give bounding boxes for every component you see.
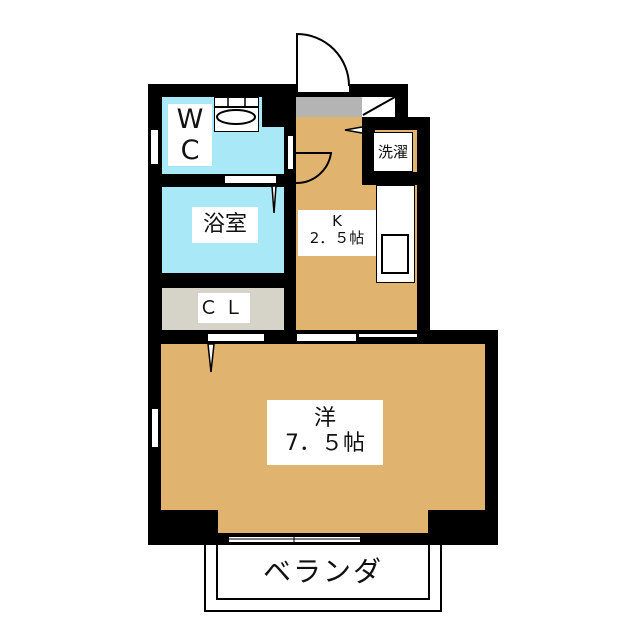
wall-laundry-bottom — [362, 172, 430, 185]
wc-label-line1: W — [176, 104, 204, 135]
balcony-outer — [204, 545, 442, 612]
western-room-floor-bottom — [218, 505, 428, 533]
wall-laundry-top — [362, 117, 430, 130]
wall-main-right — [485, 330, 498, 545]
kitchen-label-line2: 2．５帖 — [309, 229, 365, 248]
kitchen-door — [296, 333, 357, 342]
room-left-window — [151, 408, 159, 448]
wall-bath-closet — [148, 273, 296, 288]
western-room-label-line1: 洋 — [313, 406, 336, 431]
wc-label: W C — [168, 104, 212, 166]
wc-window — [150, 129, 159, 165]
kitchen-label: K 2．５帖 — [298, 210, 376, 256]
kitchen-label-line1: K — [332, 212, 342, 230]
balcony-label: ベランダ — [262, 555, 383, 588]
wc-kitchen-opening — [287, 135, 294, 170]
bath-label: 浴室 — [192, 207, 258, 243]
wall-right-kitchen — [417, 117, 430, 330]
kitchen-sink — [381, 234, 409, 274]
western-room-label: 洋 7．５帖 — [267, 400, 383, 465]
closet-door — [207, 333, 265, 342]
wall-entrance-right — [395, 84, 408, 117]
wall-laundry-box — [362, 117, 375, 179]
wall-top-left — [148, 84, 296, 97]
wc-label-line2: C — [180, 135, 200, 167]
balcony-inner — [216, 545, 430, 600]
kitchen-sliding — [358, 333, 418, 338]
wc-door — [224, 175, 277, 184]
closet-label: ＣＬ — [198, 293, 250, 323]
laundry-label: 洗濯 — [375, 143, 411, 164]
western-room-label-line2: 7．５帖 — [285, 431, 365, 457]
entrance-floor — [296, 97, 362, 117]
